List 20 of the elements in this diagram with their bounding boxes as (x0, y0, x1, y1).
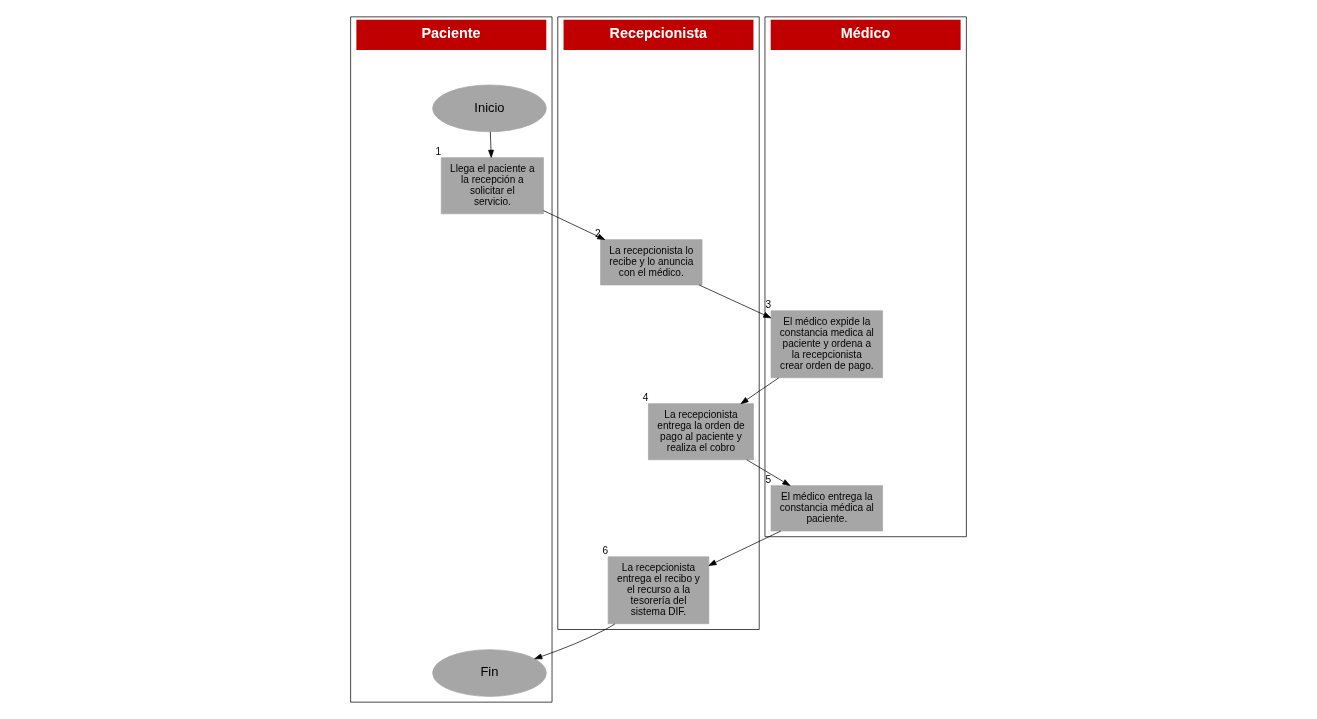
arrow (534, 623, 616, 660)
node-box: La recepcionista entrega la orden de pago al paciente y realiza el cobro (648, 403, 754, 461)
node-ellipse: Fin (432, 649, 547, 697)
node-box: La recepcionista lo recibe y lo anuncia con el médico. (600, 239, 703, 286)
node-label: 4 (642, 391, 649, 403)
arrow (488, 131, 494, 158)
arrow (543, 210, 606, 240)
node-label: 5 (765, 473, 771, 485)
arrow (698, 284, 772, 319)
node-box: Llega el paciente a la recepción a solicitar el servicio. (440, 157, 544, 215)
node-label: 1 (435, 145, 442, 157)
node-label: 3 (765, 299, 771, 311)
node-box: El médico entrega la constancia médica al paciente. (770, 485, 883, 532)
arrow (740, 377, 780, 404)
node-ellipse: Inicio (432, 84, 547, 133)
arrow (746, 459, 791, 486)
arrow (708, 530, 782, 566)
node-box: El médico expide la constancia medica al paciente y ordena a la recepcionista crear orden de pago. (770, 310, 883, 379)
node-box: La recepcionista entrega el recibo y el recurso a la tesorería del sistema DIF. (607, 556, 710, 625)
node-label: 6 (602, 545, 609, 557)
